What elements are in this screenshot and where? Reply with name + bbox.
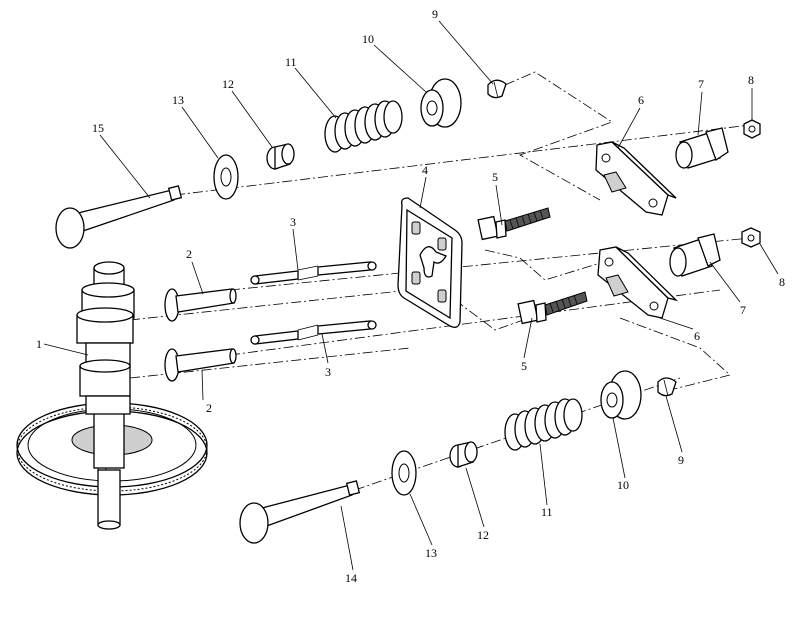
callout-11-lower: 11 bbox=[541, 505, 553, 519]
exhaust-valve-part bbox=[239, 480, 361, 544]
callout-5-lower: 5 bbox=[521, 359, 527, 373]
callout-10-upper: 10 bbox=[362, 32, 374, 46]
callout-10-lower: 10 bbox=[617, 478, 629, 492]
leader-lines bbox=[43, 20, 779, 571]
tappet-upper-part bbox=[164, 288, 237, 322]
callout-4: 4 bbox=[422, 163, 428, 177]
callout-5-upper: 5 bbox=[492, 170, 498, 184]
callout-13-upper: 13 bbox=[172, 93, 184, 107]
callout-13-lower: 13 bbox=[425, 546, 437, 560]
callout-6-upper: 6 bbox=[638, 93, 644, 107]
rocker-arm-lower-part bbox=[597, 246, 679, 319]
nut-lower-part bbox=[741, 227, 761, 248]
guide-plate-part bbox=[397, 197, 463, 328]
intake-valve-part bbox=[55, 185, 183, 249]
washer-lower-part bbox=[391, 450, 417, 496]
callout-9-lower: 9 bbox=[678, 453, 684, 467]
collet-upper-part bbox=[487, 79, 507, 99]
pivot-nut-lower-part bbox=[669, 233, 721, 277]
valve-seal-lower-part bbox=[449, 441, 478, 468]
callout-8-lower: 8 bbox=[779, 275, 785, 289]
callout-2-upper: 2 bbox=[186, 247, 192, 261]
adjuster-stud-lower-part bbox=[517, 291, 588, 325]
callout-12-upper: 12 bbox=[222, 77, 234, 91]
callout-11-upper: 11 bbox=[285, 55, 297, 69]
push-rod-upper-part bbox=[250, 261, 377, 285]
nut-upper-part bbox=[743, 119, 761, 139]
valve-spring-upper-part bbox=[324, 100, 403, 153]
rocker-arm-upper-part bbox=[595, 141, 677, 216]
adjuster-stud-upper-part bbox=[477, 207, 551, 241]
spring-retainer-upper-part bbox=[420, 78, 462, 128]
callout-15: 15 bbox=[92, 121, 104, 135]
callout-9-upper: 9 bbox=[432, 7, 438, 21]
spring-retainer-lower-part bbox=[600, 370, 642, 420]
callout-3-upper: 3 bbox=[290, 215, 296, 229]
callout-14: 14 bbox=[345, 571, 357, 585]
tappet-lower-part bbox=[164, 348, 237, 382]
callout-labels: 1 2 2 3 3 4 5 5 6 6 7 7 8 8 9 9 10 10 11… bbox=[36, 7, 785, 585]
camshaft-gear-part bbox=[16, 261, 208, 530]
pivot-nut-upper-part bbox=[675, 127, 729, 169]
callout-12-lower: 12 bbox=[477, 528, 489, 542]
callout-2-lower: 2 bbox=[206, 401, 212, 415]
callout-7-upper: 7 bbox=[698, 77, 704, 91]
callout-7-lower: 7 bbox=[740, 303, 746, 317]
callout-8-upper: 8 bbox=[748, 73, 754, 87]
valve-seal-upper-part bbox=[266, 143, 295, 170]
callout-1: 1 bbox=[36, 337, 42, 351]
valve-spring-lower-part bbox=[504, 398, 583, 451]
collet-lower-part bbox=[657, 377, 677, 397]
callout-3-lower: 3 bbox=[325, 365, 331, 379]
push-rod-lower-part bbox=[250, 320, 377, 345]
washer-upper-part bbox=[213, 154, 239, 200]
callout-6-lower: 6 bbox=[694, 329, 700, 343]
